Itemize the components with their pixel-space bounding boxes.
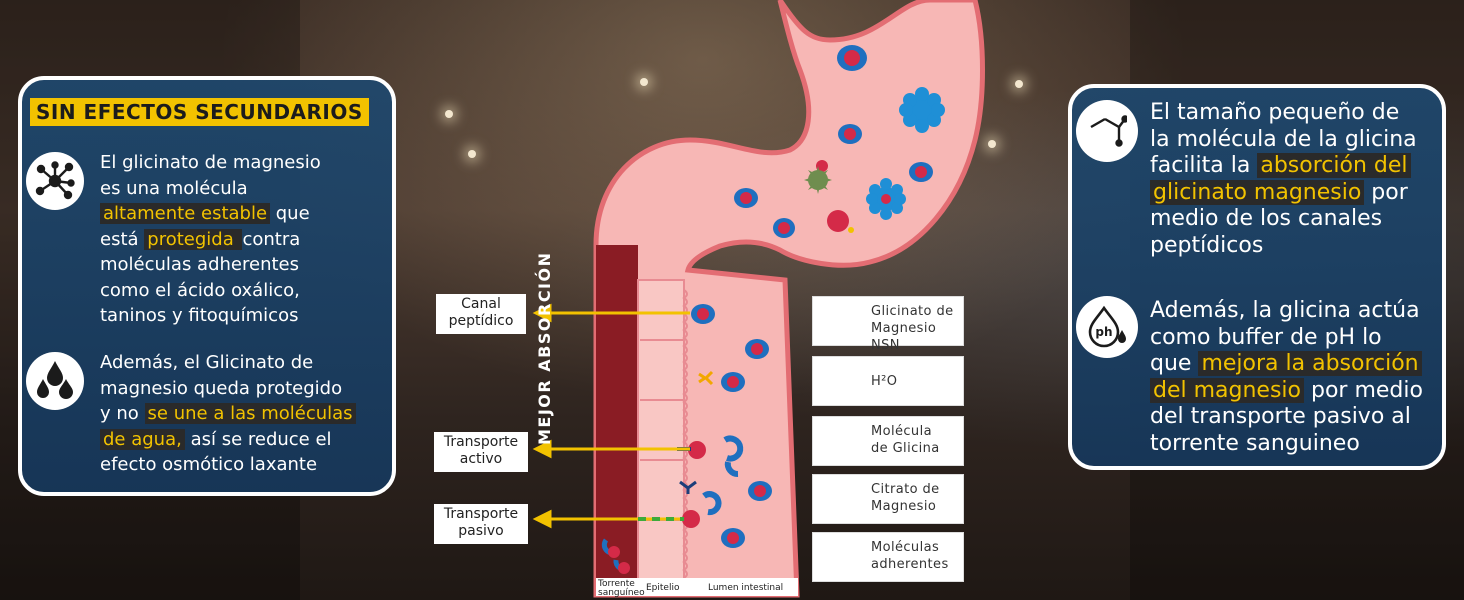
epithelium-layer	[637, 279, 685, 596]
footer-strip	[596, 578, 798, 596]
legend-water: H²O	[812, 356, 964, 406]
molecule-size-text: El tamaño pequeño de la molécula de la g…	[1150, 100, 1417, 258]
molecule-structure-icon	[1076, 100, 1138, 162]
ph-icon-text: ph	[1095, 325, 1112, 339]
water-text: Además, el Glicinato de magnesio queda p…	[100, 350, 356, 478]
water-drops-icon	[26, 352, 84, 410]
ph-buffer-text: Además, la glicina actúa como buffer de …	[1150, 298, 1423, 456]
footer-lumen-label: Lumen intestinal	[708, 583, 784, 593]
footer-epithelium-label: Epitelio	[646, 583, 680, 593]
side-effects-panel: SIN EFECTOS SECUNDARIOS El glicinato de …	[18, 76, 396, 496]
absorption-panel: El tamaño pequeño de la molécula de la g…	[1068, 84, 1446, 470]
blood-molecules	[601, 538, 630, 574]
ph-drop-icon: ph	[1076, 296, 1138, 358]
transport-arrows	[532, 303, 690, 529]
stability-text: El glicinato de magnesio es una molécula…	[100, 152, 321, 326]
better-absorption-label: MEJOR ABSORCIÓN	[535, 251, 554, 445]
molecule-network-icon	[26, 152, 84, 210]
panel-title: SIN EFECTOS SECUNDARIOS	[30, 98, 369, 126]
blood-layer	[596, 245, 638, 595]
glicinato-molecules	[691, 45, 933, 548]
